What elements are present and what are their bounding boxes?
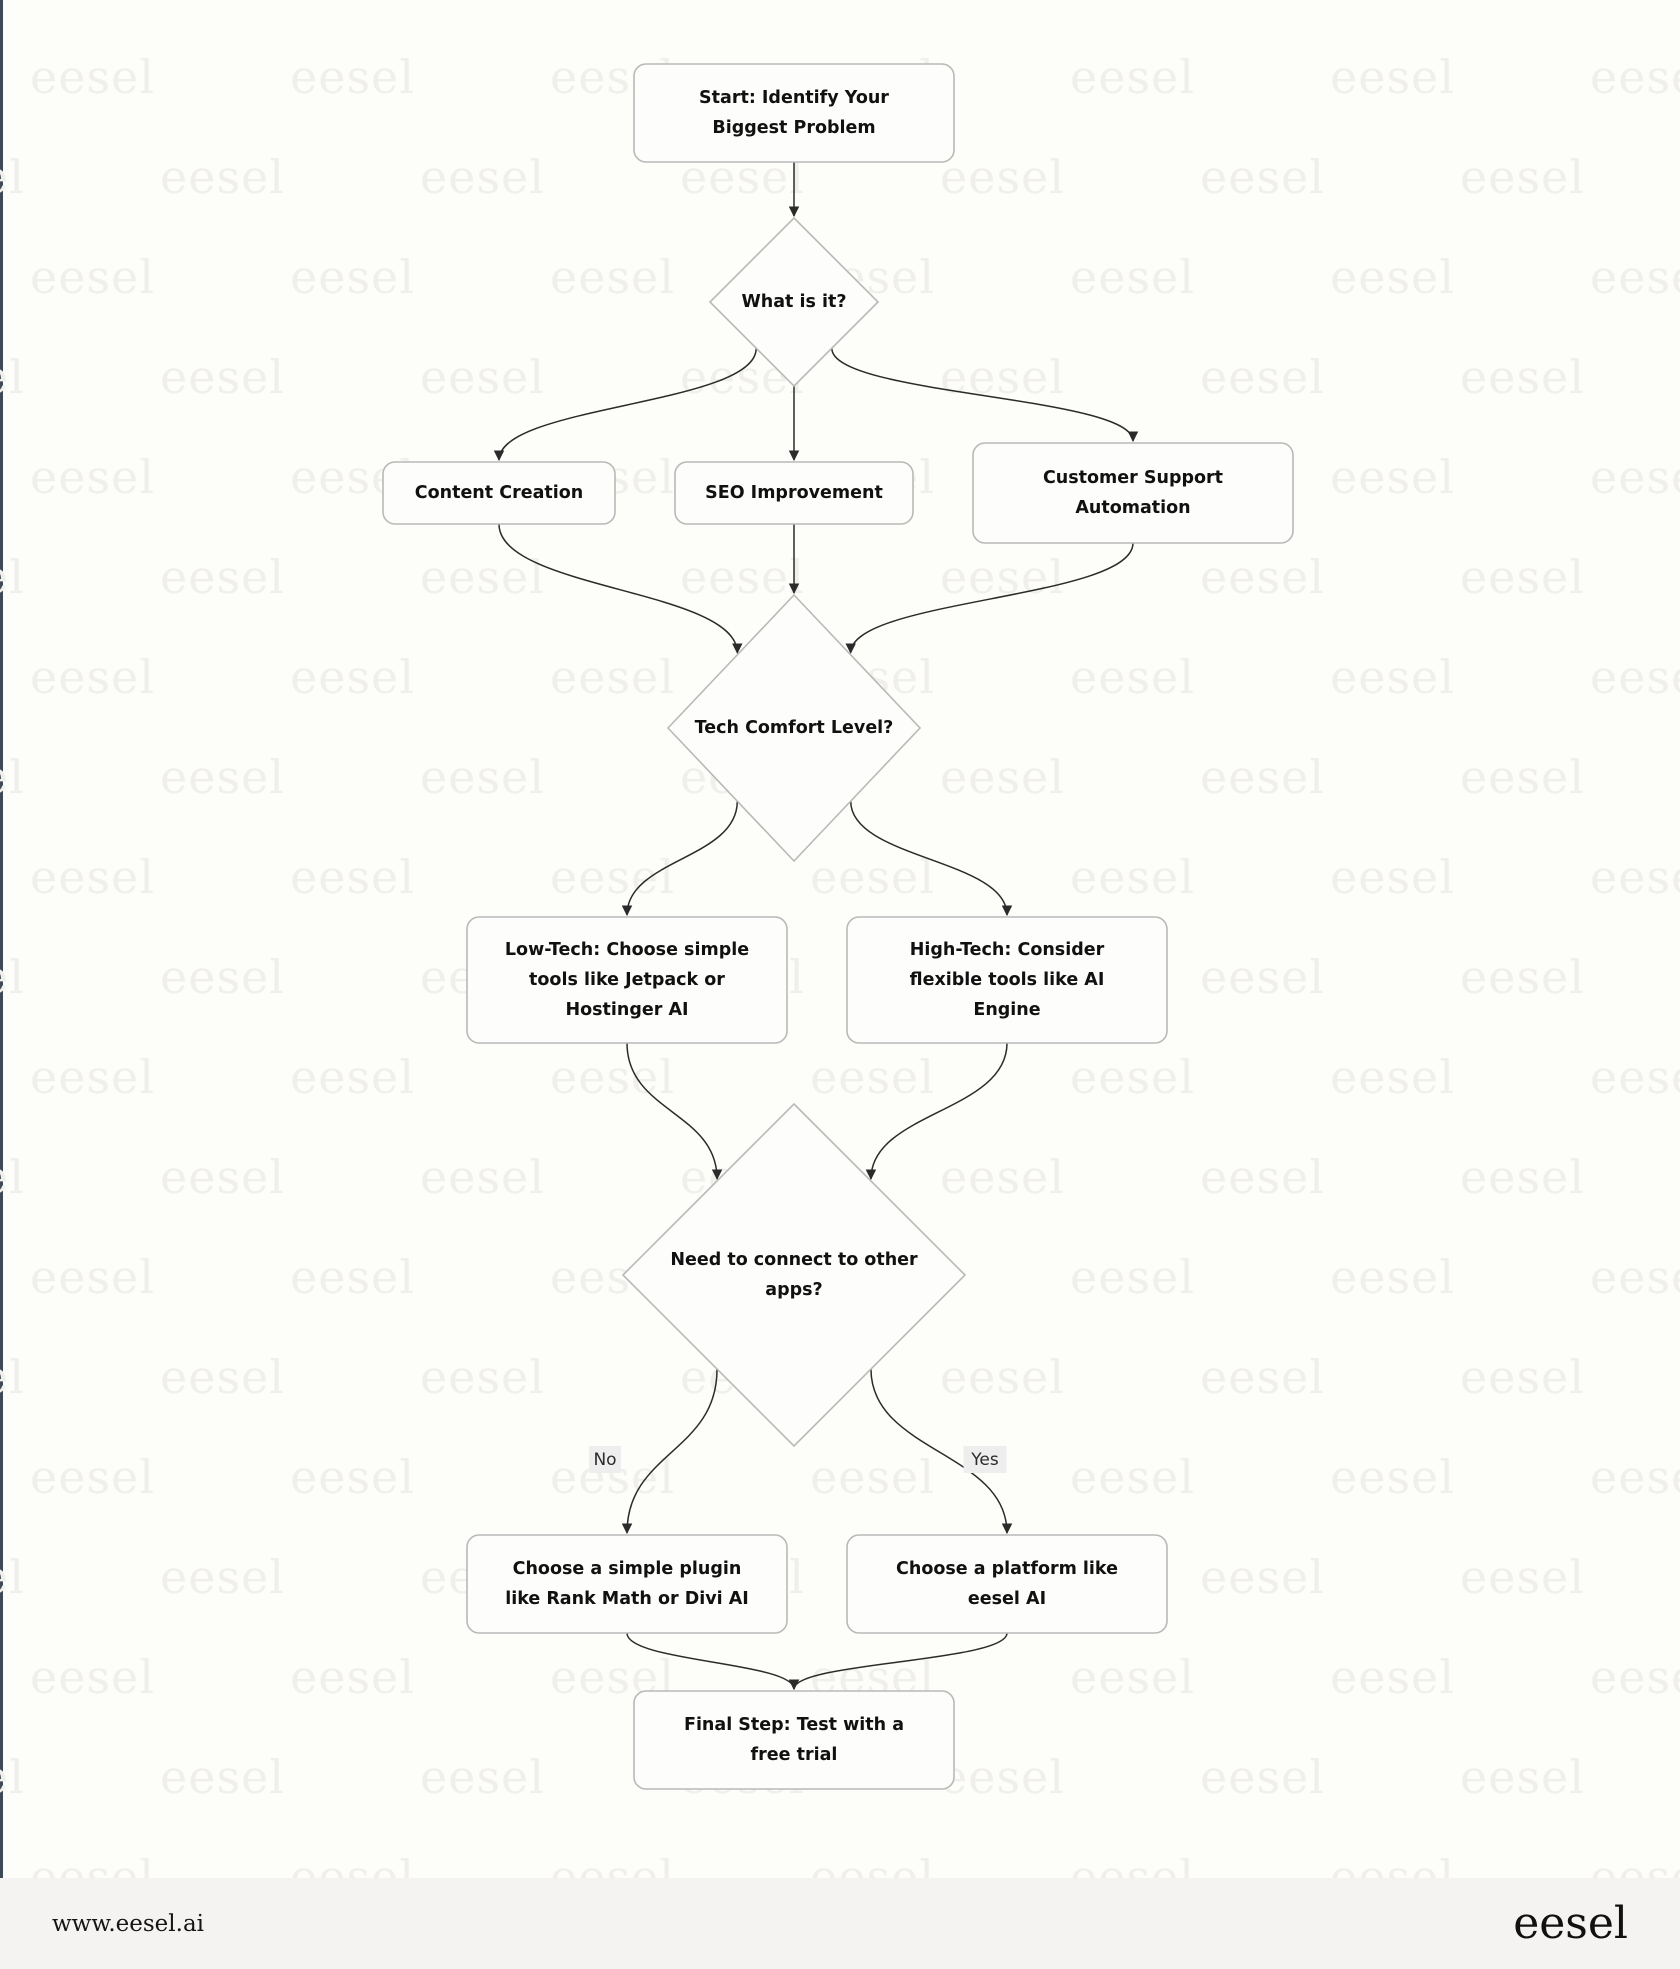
node-label: Hostinger AI — [565, 1000, 688, 1020]
node-lowtech[interactable]: Low-Tech: Choose simple tools like Jetpac… — [466, 916, 788, 1044]
edge-hightech-to-connect — [865, 1042, 1008, 1180]
diagram-canvas: eeseleeseleeseleeseleeseleeseleeseleesel… — [0, 50, 1680, 1878]
left-edge-accent — [0, 0, 3, 1878]
node-label: High-Tech: Consider — [910, 940, 1105, 960]
process-shape — [846, 1534, 1168, 1634]
edge-content-to-tech — [498, 523, 743, 654]
footer-bar: www.eesel.ai eesel — [0, 1878, 1680, 1969]
node-content[interactable]: Content Creation — [382, 461, 616, 525]
decision-shape — [621, 1102, 967, 1448]
node-label: like Rank Math or Divi AI — [505, 1589, 749, 1609]
node-label: Start: Identify Your — [699, 88, 889, 108]
edge-connect-to-plugin — [621, 1369, 718, 1535]
process-shape — [633, 63, 955, 163]
process-shape — [972, 442, 1294, 544]
edge-label-background — [589, 1446, 621, 1473]
process-shape — [382, 461, 616, 525]
edge-connect-to-platform — [870, 1369, 1013, 1535]
edge-tech-to-lowtech — [621, 801, 739, 917]
edge-lowtech-to-connect — [626, 1042, 723, 1180]
edge-what-to-content — [493, 348, 757, 462]
node-label: Engine — [973, 1000, 1040, 1020]
footer-logo: eesel — [1513, 1898, 1628, 1949]
node-plugin[interactable]: Choose a simple plugin like Rank Math or … — [466, 1534, 788, 1634]
node-tech[interactable]: Tech Comfort Level? — [666, 593, 922, 863]
node-label: tools like Jetpack or — [529, 970, 725, 990]
edge-layer — [493, 162, 1139, 1691]
node-label: SEO Improvement — [705, 483, 883, 503]
node-label: apps? — [765, 1280, 822, 1300]
node-what[interactable]: What is it? — [708, 216, 880, 388]
edge-label-no: No — [593, 1450, 616, 1470]
node-label: Low-Tech: Choose simple — [505, 940, 749, 960]
edge-plugin-to-finalstep — [626, 1632, 800, 1691]
node-label: Content Creation — [415, 483, 583, 503]
edge-tech-to-hightech — [849, 801, 1013, 917]
edge-label-yes: Yes — [970, 1450, 999, 1470]
node-label: Need to connect to other — [670, 1250, 918, 1270]
node-label: Tech Comfort Level? — [695, 718, 894, 738]
node-label: flexible tools like AI — [910, 970, 1105, 990]
process-shape — [846, 916, 1168, 1044]
footer-url[interactable]: www.eesel.ai — [52, 1910, 205, 1937]
node-label: Automation — [1075, 498, 1190, 518]
process-shape — [633, 1690, 955, 1790]
node-label: Choose a platform like — [896, 1559, 1118, 1579]
node-finalstep[interactable]: Final Step: Test with a free trial — [633, 1690, 955, 1790]
edge-platform-to-finalstep — [788, 1632, 1008, 1691]
node-label: Choose a simple plugin — [513, 1559, 742, 1579]
node-label: Customer Support — [1043, 468, 1223, 488]
node-label: Biggest Problem — [712, 118, 875, 138]
node-label: eesel AI — [968, 1589, 1046, 1609]
node-label: free trial — [751, 1745, 838, 1765]
decision-shape — [666, 593, 922, 863]
node-label: Final Step: Test with a — [684, 1715, 904, 1735]
edge-support-to-tech — [845, 542, 1134, 654]
edge-what-to-support — [831, 348, 1139, 443]
edge-label-layer: No Yes — [589, 1446, 1007, 1473]
node-hightech[interactable]: High-Tech: Consider flexible tools like A… — [846, 916, 1168, 1044]
node-connect[interactable]: Need to connect to other apps? — [621, 1102, 967, 1448]
process-shape — [674, 461, 914, 525]
edge-label-background — [963, 1446, 1007, 1473]
node-label: What is it? — [741, 292, 846, 312]
node-seo[interactable]: SEO Improvement — [674, 461, 914, 525]
process-shape — [466, 1534, 788, 1634]
process-shape — [466, 916, 788, 1044]
node-platform[interactable]: Choose a platform like eesel AI — [846, 1534, 1168, 1634]
decision-shape — [708, 216, 880, 388]
